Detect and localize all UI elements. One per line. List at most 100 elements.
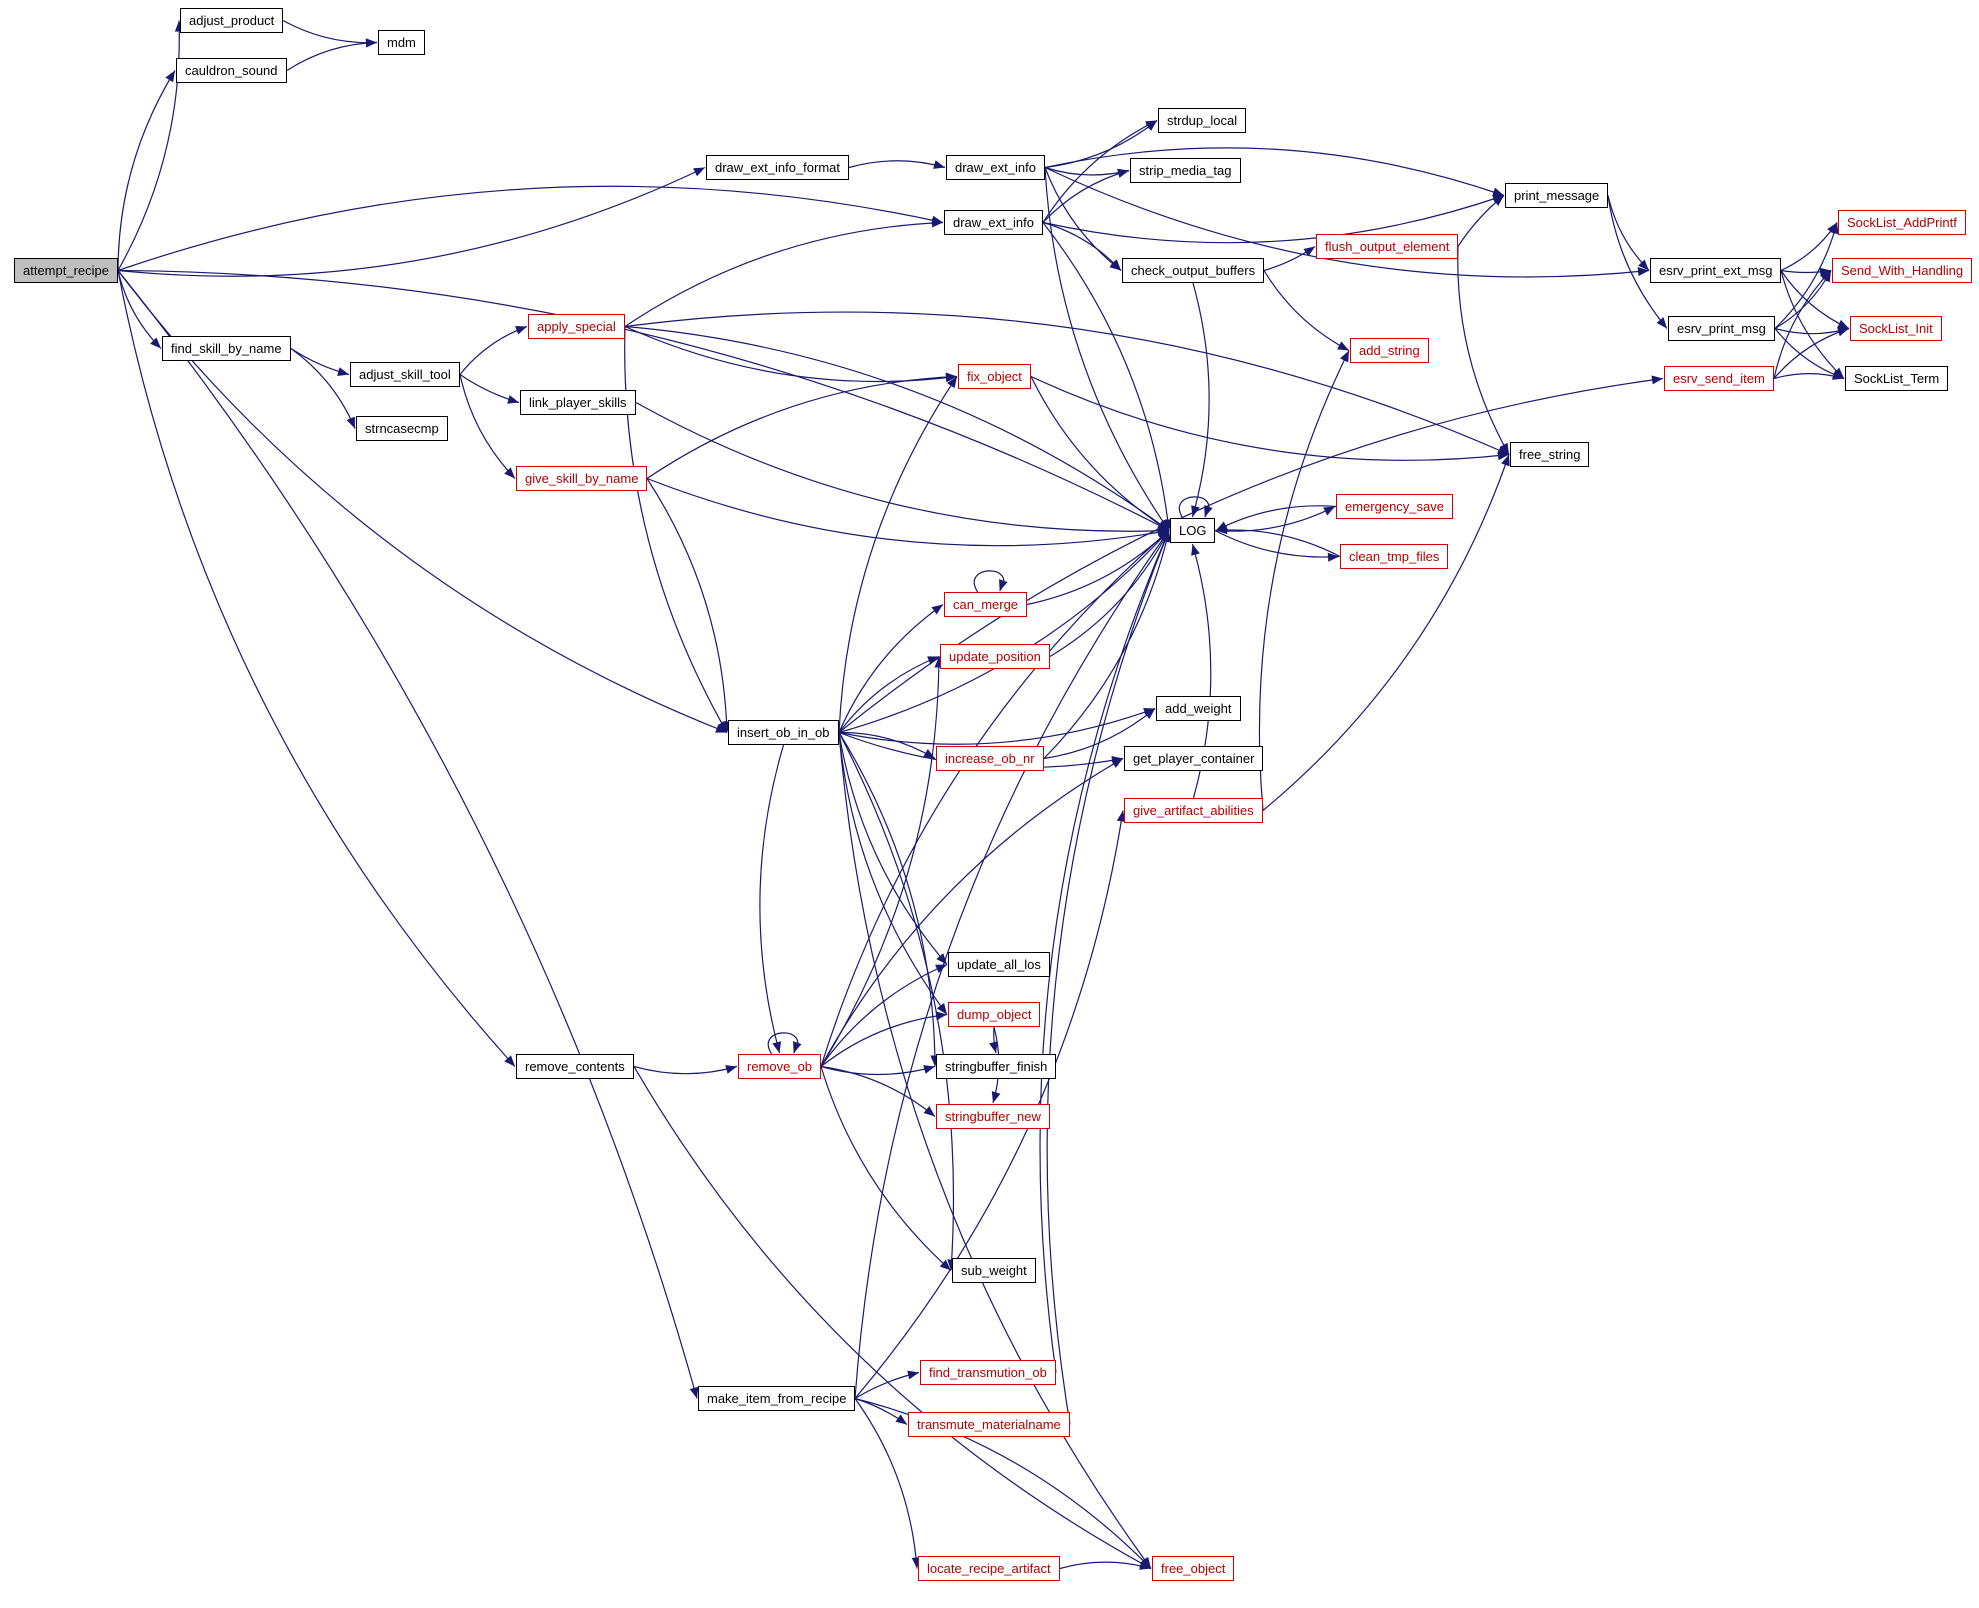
edge: [838, 530, 1170, 734]
edge: [838, 732, 948, 1015]
node-LOG[interactable]: LOG: [1170, 518, 1216, 543]
node-add_string[interactable]: add_string: [1350, 338, 1429, 363]
edge: [1214, 529, 1340, 558]
node-free_string[interactable]: free_string: [1510, 442, 1590, 467]
node-fix_object[interactable]: fix_object: [958, 364, 1031, 389]
node-link_player_skills[interactable]: link_player_skills: [520, 390, 636, 415]
node-adjust_product[interactable]: adjust_product: [180, 8, 284, 33]
node-sub_weight[interactable]: sub_weight: [952, 1258, 1036, 1283]
node-insert_ob_in_ob[interactable]: insert_ob_in_ob: [728, 720, 839, 745]
edge: [923, 1065, 935, 1074]
edge: [715, 724, 727, 733]
node-SockList_Init[interactable]: SockList_Init: [1850, 316, 1942, 341]
node-strip_media_tag[interactable]: strip_media_tag: [1130, 158, 1241, 183]
edge: [624, 326, 728, 733]
edge: [693, 167, 705, 177]
node-emergency_save[interactable]: emergency_save: [1336, 494, 1453, 519]
edge: [820, 757, 1124, 1067]
edge: [927, 656, 939, 665]
node-draw_ext_info_format[interactable]: draw_ext_info_format: [706, 155, 850, 180]
node-SockList_AddPrintf[interactable]: SockList_AddPrintf: [1838, 210, 1966, 235]
node-stringbuffer_finish[interactable]: stringbuffer_finish: [936, 1054, 1057, 1079]
edge: [165, 70, 175, 83]
node-increase_ob_nr[interactable]: increase_ob_nr: [936, 746, 1044, 771]
edge: [1303, 246, 1315, 257]
edge: [1046, 530, 1170, 1425]
edge: [1216, 525, 1228, 535]
node-make_item_from_recipe[interactable]: make_item_from_recipe: [698, 1386, 856, 1411]
edge: [838, 604, 944, 733]
edge: [337, 367, 349, 376]
node-transmute_materialname[interactable]: transmute_materialname: [908, 1412, 1070, 1437]
edge: [1044, 147, 1505, 197]
edge: [1773, 270, 1832, 379]
edge: [1215, 529, 1341, 558]
edge: [1829, 222, 1839, 235]
node-strdup_local[interactable]: strdup_local: [1158, 108, 1247, 133]
edge: [1042, 222, 1170, 531]
node-check_output_buffers[interactable]: check_output_buffers: [1122, 258, 1265, 283]
edge: [646, 375, 958, 479]
node-esrv_send_item[interactable]: esrv_send_item: [1664, 366, 1774, 391]
edge: [939, 1259, 951, 1271]
edge: [459, 374, 516, 479]
node-cauldron_sound[interactable]: cauldron_sound: [176, 58, 287, 83]
node-remove_ob[interactable]: remove_ob: [738, 1054, 822, 1079]
node-draw_ext_info_2[interactable]: draw_ext_info: [944, 210, 1043, 235]
edge: [1145, 120, 1157, 130]
node-find_transmution_ob[interactable]: find_transmution_ob: [920, 1360, 1056, 1385]
edge: [1044, 167, 1170, 531]
edge: [1030, 376, 1170, 532]
node-give_artifact_abilities[interactable]: give_artifact_abilities: [1124, 798, 1263, 823]
edge: [1191, 282, 1210, 518]
node-strncasecmp[interactable]: strncasecmp: [356, 416, 448, 441]
edge: [1042, 194, 1505, 244]
edge: [820, 530, 1170, 1067]
node-can_merge[interactable]: can_merge: [944, 592, 1028, 617]
edge: [504, 1055, 515, 1067]
node-mdm[interactable]: mdm: [378, 30, 425, 55]
edge: [820, 1066, 952, 1271]
node-dump_object[interactable]: dump_object: [948, 1002, 1041, 1027]
edge: [507, 395, 519, 404]
node-stringbuffer_new[interactable]: stringbuffer_new: [936, 1104, 1050, 1129]
node-remove_contents[interactable]: remove_contents: [516, 1054, 634, 1079]
node-free_object[interactable]: free_object: [1152, 1556, 1235, 1581]
node-attempt_recipe[interactable]: attempt_recipe: [14, 258, 118, 283]
edge: [1139, 1561, 1151, 1570]
node-get_player_container[interactable]: get_player_container: [1124, 746, 1264, 771]
edge: [1191, 544, 1200, 556]
edge: [1042, 169, 1130, 223]
node-esrv_print_ext_msg[interactable]: esrv_print_ext_msg: [1650, 258, 1782, 283]
edge: [624, 325, 1170, 531]
node-apply_special[interactable]: apply_special: [528, 314, 625, 339]
node-add_weight[interactable]: add_weight: [1156, 696, 1241, 721]
edge: [1499, 442, 1509, 455]
node-flush_output_element[interactable]: flush_output_element: [1316, 234, 1459, 259]
node-SockList_Term[interactable]: SockList_Term: [1845, 366, 1949, 391]
node-update_position[interactable]: update_position: [940, 644, 1050, 669]
edge: [854, 1398, 918, 1569]
edge: [935, 964, 947, 973]
edge: [117, 270, 162, 349]
edge: [838, 732, 948, 965]
node-esrv_print_msg[interactable]: esrv_print_msg: [1668, 316, 1775, 341]
node-draw_ext_info_1[interactable]: draw_ext_info: [946, 155, 1045, 180]
edge: [1110, 259, 1121, 271]
edge: [725, 1065, 737, 1074]
edge: [1030, 375, 1510, 461]
edge: [1820, 270, 1831, 282]
node-clean_tmp_files[interactable]: clean_tmp_files: [1340, 544, 1449, 569]
node-print_message[interactable]: print_message: [1505, 183, 1609, 208]
edge: [635, 401, 1170, 532]
edge: [282, 19, 378, 44]
node-adjust_skill_tool[interactable]: adjust_skill_tool: [350, 362, 460, 387]
edge: [646, 478, 728, 733]
node-find_skill_by_name[interactable]: find_skill_by_name: [162, 336, 291, 361]
node-update_all_los[interactable]: update_all_los: [948, 952, 1050, 977]
node-locate_recipe_artifact[interactable]: locate_recipe_artifact: [918, 1556, 1060, 1581]
edge: [1832, 367, 1844, 379]
node-Send_With_Handling[interactable]: Send_With_Handling: [1832, 258, 1973, 283]
node-give_skill_by_name[interactable]: give_skill_by_name: [516, 466, 648, 491]
edge: [1497, 451, 1509, 461]
